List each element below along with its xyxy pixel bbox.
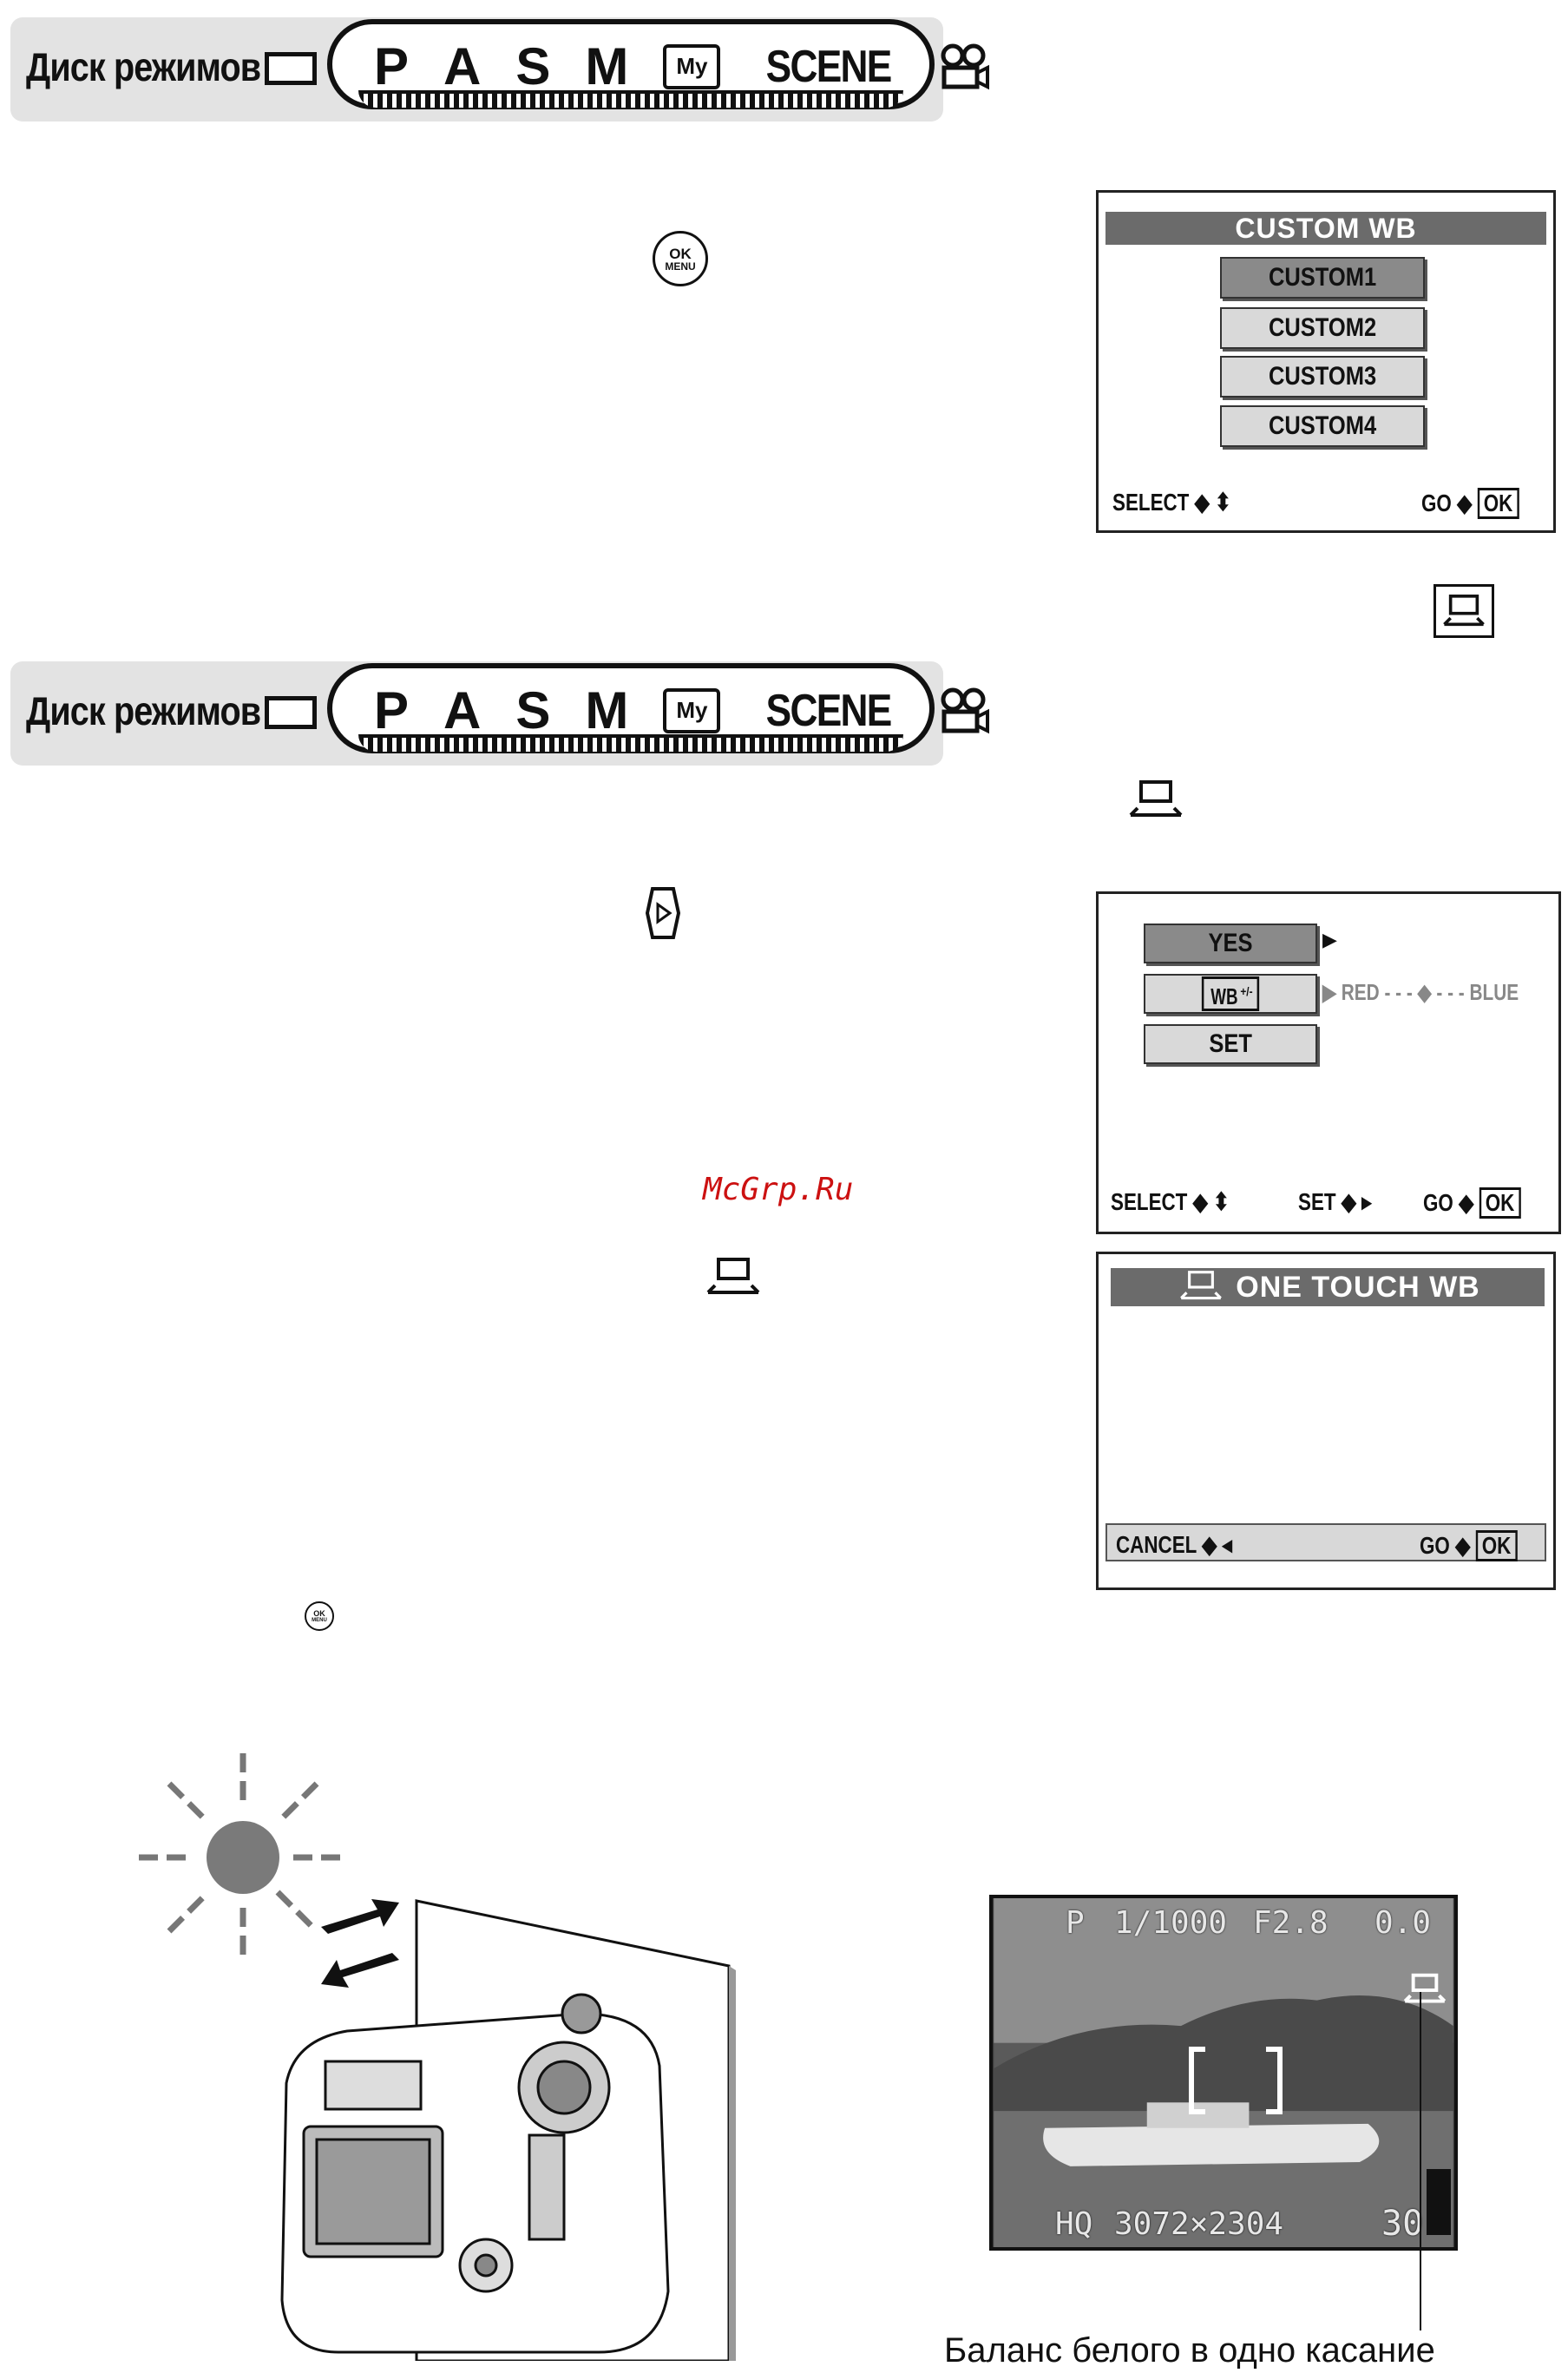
viewfinder-preview: P 1/1000 F2.8 0.0 HQ 3072×2304 30 (989, 1895, 1458, 2251)
camera-illustration (139, 1753, 736, 2361)
wb-set-screen: YES WB+/- SET ▶ ▶ RED - - - ◆ - - - BLUE… (1096, 891, 1561, 1234)
watermark: McGrp.Ru (703, 1172, 854, 1207)
one-touch-wb-button-icon (1434, 584, 1494, 638)
battery-indicator (1427, 2169, 1451, 2235)
af-target-frame (1189, 2047, 1283, 2114)
go-hint: GO ◆ OK (1423, 1187, 1521, 1219)
mode-dial: P A S M My SCENE (327, 19, 989, 109)
one-touch-wb-icon (1129, 780, 1183, 817)
mode-dial-label: Диск режимов (26, 44, 261, 89)
custom4-item[interactable]: CUSTOM4 (1220, 405, 1425, 447)
go-hint: GO ◆ OK (1420, 1530, 1518, 1561)
arrow-right-button-icon (645, 887, 681, 939)
screen-title: CUSTOM WB (1105, 212, 1546, 245)
mode-scene: SCENE (766, 685, 892, 736)
vf-resolution: 3072×2304 (1114, 2206, 1284, 2242)
mode-dial-banner: Диск режимов P A S M My SCENE (10, 17, 989, 122)
mode-scene: SCENE (766, 41, 892, 92)
custom2-item[interactable]: CUSTOM2 (1220, 307, 1425, 349)
mode-p: P (374, 681, 410, 740)
vf-aperture: F2.8 (1253, 1905, 1329, 1941)
vf-exposure: 0.0 (1374, 1905, 1432, 1941)
movie-icon (941, 43, 989, 89)
arrow-icon: ▶ (1322, 929, 1337, 950)
custom3-item[interactable]: CUSTOM3 (1220, 356, 1425, 398)
wb-compensation-item[interactable]: WB+/- (1144, 974, 1317, 1014)
wb-scale: ▶ RED - - - ◆ - - - BLUE (1322, 979, 1519, 1005)
select-hint: SELECT ◆ ⬍ (1112, 489, 1231, 516)
mode-dial: P A S M My SCENE (327, 663, 989, 753)
my-mode-icon: My (663, 43, 721, 89)
mode-p: P (374, 37, 410, 95)
monitor-icon (265, 696, 317, 729)
mode-dial-label: Диск режимов (26, 688, 261, 733)
screen-title: ONE TOUCH WB (1111, 1268, 1545, 1306)
mode-a: A (443, 37, 482, 95)
footer-bar (1105, 1523, 1546, 1561)
one-touch-wb-icon (1180, 1271, 1223, 1300)
set-hint: SET ◆ ▸ (1298, 1188, 1372, 1215)
one-touch-wb-icon (706, 1258, 760, 1294)
callout-line (1420, 1992, 1421, 2330)
monitor-icon (265, 52, 317, 85)
mode-m: M (585, 37, 629, 95)
cancel-hint: CANCEL ◆ ◂ (1116, 1531, 1232, 1558)
mode-s: S (515, 681, 551, 740)
mode-dial-banner-2: Диск режимов P A S M My SCENE (10, 661, 989, 766)
caption: Баланс белого в одно касание (944, 2331, 1435, 2370)
vf-mode: P (1066, 1905, 1085, 1941)
yes-item[interactable]: YES (1144, 924, 1317, 963)
one-touch-wb-icon (1403, 1973, 1447, 2003)
go-hint: GO ◆ OK (1421, 488, 1519, 519)
vf-shutter: 1/1000 (1114, 1905, 1228, 1941)
custom-wb-screen: CUSTOM WB CUSTOM1 CUSTOM2 CUSTOM3 CUSTOM… (1096, 190, 1556, 533)
light-arrows (321, 1899, 399, 1988)
select-hint: SELECT ◆ ⬍ (1111, 1188, 1230, 1215)
one-touch-wb-screen: ONE TOUCH WB CANCEL ◆ ◂ GO ◆ OK (1096, 1252, 1556, 1590)
custom1-item[interactable]: CUSTOM1 (1220, 257, 1425, 299)
vf-frames: 30 (1381, 2204, 1424, 2244)
sun-icon (139, 1753, 347, 1962)
movie-icon (941, 687, 989, 733)
mode-a: A (443, 681, 482, 740)
my-mode-icon: My (663, 687, 721, 733)
camera-body (280, 1993, 670, 2354)
vf-quality: HQ (1055, 2206, 1093, 2242)
mode-s: S (515, 37, 551, 95)
mode-m: M (585, 681, 629, 740)
set-item[interactable]: SET (1144, 1024, 1317, 1064)
